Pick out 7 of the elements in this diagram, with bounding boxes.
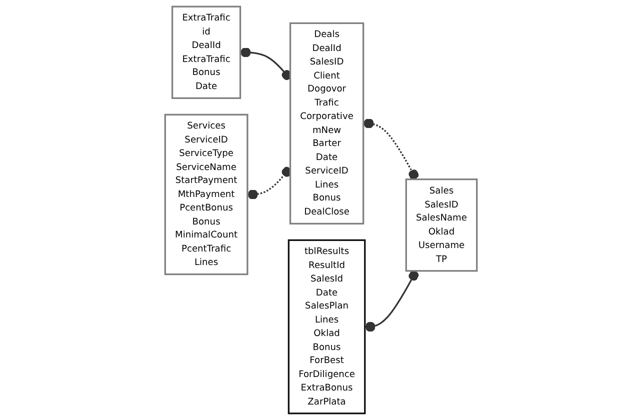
connector bbox=[364, 270, 419, 332]
node-box: tblResults ResultId SalesId Date SalesPlan Lines Oklad Bonus ForBest ForDiligence ExtraBonus ZarPlata bbox=[288, 239, 366, 414]
node-box: Sales SalesID SalesName Oklad Username TP bbox=[405, 178, 478, 272]
connector bbox=[363, 118, 419, 180]
node-box: Deals DealId SalesID Client Dogovor Trafic Corporative mNew Barter Date ServiceID Lines Bonus DealClose bbox=[289, 22, 364, 224]
node-box: Services ServiceID ServiceType ServiceName StartPayment MthPayment PcentBonus Bonus MinimalCount PcentTrafic Lines bbox=[164, 114, 248, 276]
node-box: ExtraTrafic id DealId ExtraTrafic Bonus Date bbox=[171, 6, 242, 99]
